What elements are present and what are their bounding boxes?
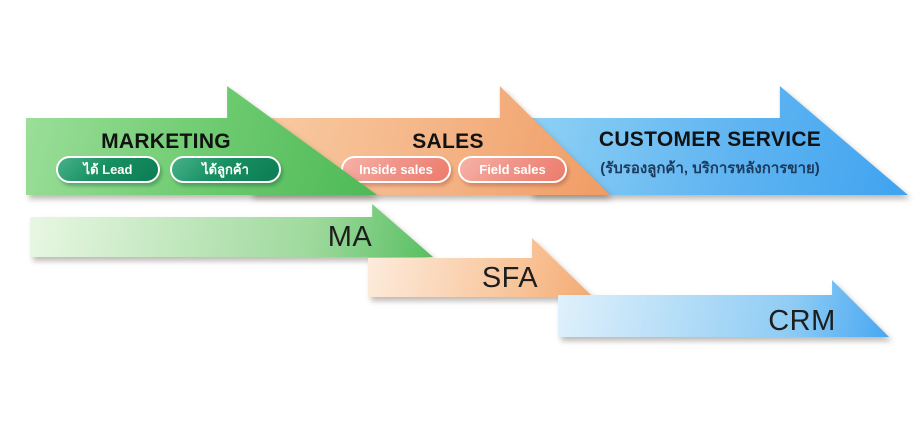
customer-service-stage-title: CUSTOMER SERVICE [598, 128, 822, 151]
crm-system-arrow: CRM [558, 280, 889, 337]
sales-stage-title: SALES [412, 130, 484, 153]
customer-service-arrow-shadow [530, 86, 908, 195]
ma-arrow-shadow [30, 204, 433, 257]
sales-pills: Inside sales Field sales [341, 156, 567, 183]
sfa-arrow-shadow [368, 238, 593, 297]
marketing-stage-arrow: MARKETING ได้ Lead ได้ลูกค้า [26, 86, 377, 195]
sfa-label: SFA [481, 262, 539, 294]
ma-label: MA [327, 221, 373, 253]
pill-get-lead: ได้ Lead [56, 156, 160, 183]
customer-service-subtitle: (รับรองลูกค้า, บริการหลังการขาย) [600, 160, 820, 177]
crm-arrow-shadow [558, 280, 889, 337]
ma-system-arrow: MA [30, 204, 433, 257]
pill-get-customer: ได้ลูกค้า [170, 156, 281, 183]
marketing-stage-title: MARKETING [101, 130, 231, 153]
pill-field-sales: Field sales [458, 156, 567, 183]
pill-inside-sales: Inside sales [341, 156, 451, 183]
sfa-system-arrow: SFA [368, 238, 593, 297]
crm-label: CRM [768, 305, 836, 337]
customer-service-stage-arrow: CUSTOMER SERVICE (รับรองลูกค้า, บริการหล… [530, 86, 908, 195]
marketing-pills: ได้ Lead ได้ลูกค้า [56, 156, 281, 183]
